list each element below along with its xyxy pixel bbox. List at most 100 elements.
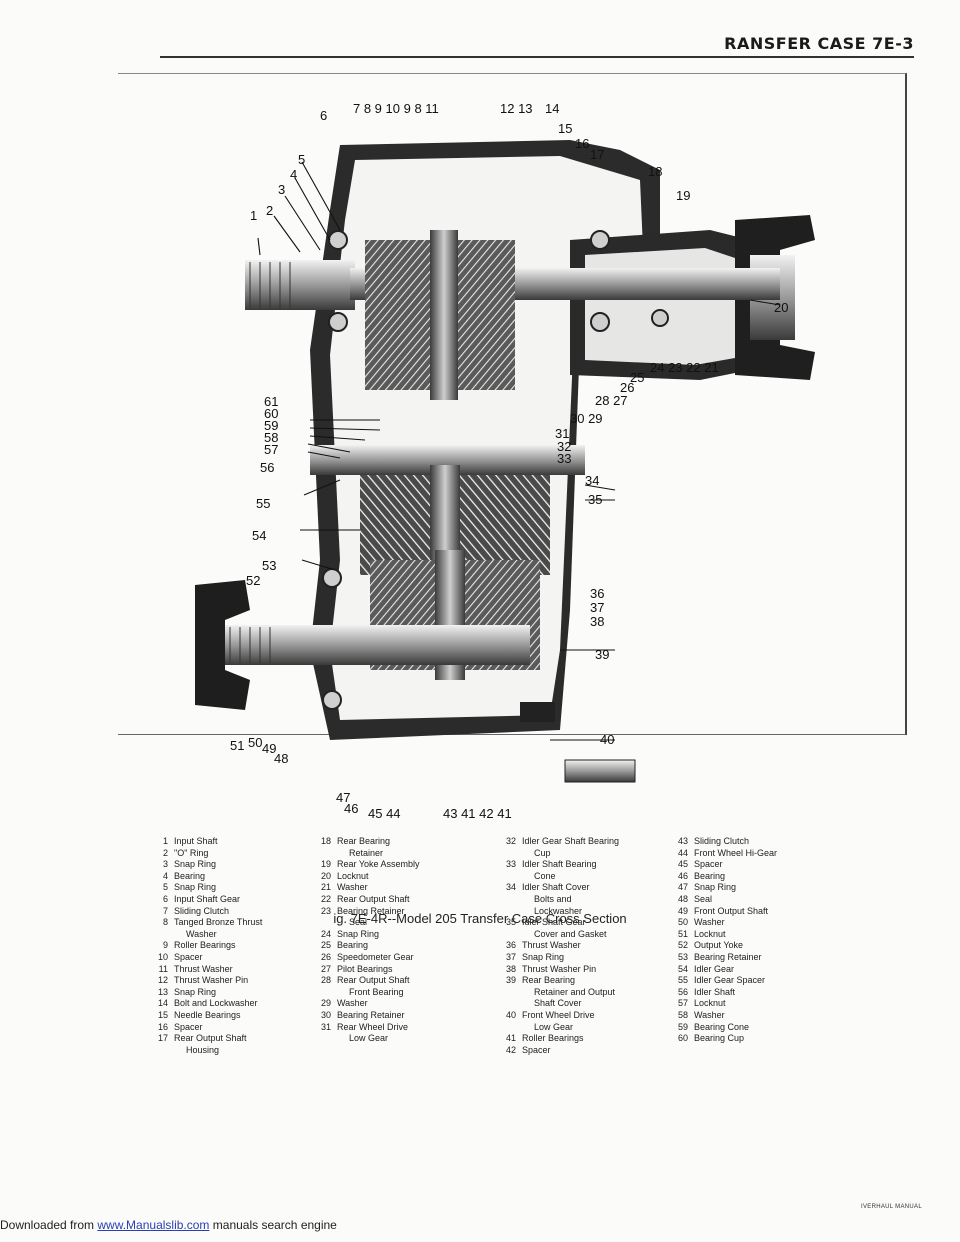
legend-item-number: 40 — [505, 1009, 516, 1020]
legend-item-number: 21 — [320, 882, 331, 893]
svg-text:12 13: 12 13 — [500, 101, 533, 116]
svg-text:59: 59 — [264, 418, 278, 433]
legend-item-text: Rear Output Shaft Front Bearing — [337, 975, 410, 997]
legend-item: 35 Idler Shaft Gear Cover and Gasket — [494, 917, 619, 940]
legend-item-text: Idler Gear Shaft Bearing Cup — [522, 836, 620, 858]
svg-text:17: 17 — [590, 147, 604, 162]
legend-item-text: Thrust Washer Pin — [522, 963, 597, 974]
legend-item-text: Front Output Shaft — [694, 905, 769, 916]
legend-item-number: 29 — [320, 998, 331, 1009]
svg-text:3: 3 — [278, 182, 285, 197]
legend-item-number: 33 — [505, 859, 516, 870]
legend-item-text: Bearing Retainer — [694, 951, 762, 962]
svg-text:15: 15 — [558, 121, 572, 136]
svg-text:40: 40 — [600, 732, 614, 747]
svg-text:24 23 22 21: 24 23 22 21 — [650, 360, 719, 375]
download-footer: Downloaded from www.Manualslib.com manua… — [0, 1218, 337, 1232]
legend-item-number: 17 — [157, 1033, 168, 1044]
legend-item-number: 16 — [157, 1021, 168, 1032]
legend-item-number: 14 — [157, 998, 168, 1009]
footer-manual-label: IVERHAUL MANUAL — [861, 1204, 922, 1210]
legend-item: 53 Bearing Retainer — [666, 952, 777, 964]
legend-item-text: Locknut — [694, 928, 726, 939]
svg-text:52: 52 — [246, 573, 260, 588]
legend-item-number: 10 — [157, 951, 168, 962]
svg-text:1: 1 — [250, 208, 257, 223]
page-header-title: RANSFER CASE 7E-3 — [724, 34, 914, 53]
legend-item-number: 24 — [320, 928, 331, 939]
legend-item-text: Spacer — [694, 859, 723, 870]
legend-item-number: 32 — [505, 836, 516, 846]
legend-item-number: 55 — [677, 975, 688, 986]
legend-item-number: 18 — [320, 836, 331, 846]
legend-item-text: Front Wheel Hi-Gear — [694, 847, 778, 858]
svg-text:43 41 42 41: 43 41 42 41 — [443, 806, 512, 821]
legend-item-number: 52 — [677, 940, 688, 951]
svg-text:4: 4 — [290, 167, 297, 182]
legend-item-number: 20 — [320, 870, 331, 881]
legend-item-number: 15 — [157, 1009, 168, 1020]
legend-item: 6 Input Shaft Gear — [146, 894, 262, 906]
legend-item-text: Input Shaft Gear — [174, 893, 241, 904]
manualslib-link[interactable]: www.Manualslib.com — [97, 1218, 210, 1232]
legend-item-number: 30 — [320, 1009, 331, 1020]
svg-text:57: 57 — [264, 442, 278, 457]
svg-text:30 29: 30 29 — [570, 411, 603, 426]
figure-caption: ig. 7E-4R--Model 205 Transfer Case Cross… — [333, 911, 627, 926]
legend-item-text: Bearing Retainer — [337, 1009, 405, 1020]
svg-text:7 8 9 10 9 8 11: 7 8 9 10 9 8 11 — [353, 101, 439, 116]
legend-item-number: 50 — [677, 917, 688, 928]
legend-item-text: Snap Ring — [174, 882, 217, 893]
legend-item-number: 2 — [162, 847, 168, 858]
legend-item-number: 43 — [677, 836, 688, 846]
legend-item-text: Rear Yoke Assembly — [337, 859, 420, 870]
legend-item-number: 44 — [677, 847, 688, 858]
legend-item-number: 23 — [320, 905, 331, 916]
legend-item-number: 36 — [505, 940, 516, 951]
legend-item-number: 13 — [157, 986, 168, 997]
legend-item-number: 35 — [505, 917, 516, 928]
svg-text:26: 26 — [620, 380, 634, 395]
legend-item-text: Rear Wheel Drive Low Gear — [337, 1021, 409, 1044]
legend-item-text: Rear Bearing Retainer — [337, 836, 391, 858]
legend-item-number: 6 — [162, 893, 168, 904]
footer-prefix: Downloaded from — [0, 1218, 98, 1232]
legend-item-number: 26 — [320, 951, 331, 962]
svg-text:6: 6 — [320, 108, 327, 123]
legend-item: 32 Idler Gear Shaft Bearing Cup — [494, 836, 619, 859]
legend-item-text: Rear Output Shaft — [337, 893, 410, 904]
svg-text:51: 51 — [230, 738, 244, 753]
svg-text:58: 58 — [264, 430, 278, 445]
legend-item-text: Thrust Washer — [522, 940, 581, 951]
legend-item-number: 25 — [320, 940, 331, 951]
legend-item-number: 42 — [505, 1044, 516, 1055]
legend-item-number: 46 — [677, 870, 688, 881]
legend-item-number: 39 — [505, 975, 516, 986]
legend-item-text: Front Wheel Drive Low Gear — [522, 1009, 595, 1032]
legend-item-text: Washer — [694, 1009, 725, 1020]
svg-text:61: 61 — [264, 394, 278, 409]
legend-item-number: 49 — [677, 905, 688, 916]
legend-item-number: 53 — [677, 951, 688, 962]
svg-text:2: 2 — [266, 203, 273, 218]
legend-item-text: Idler Shaft Gear Cover and Gasket — [522, 917, 607, 939]
